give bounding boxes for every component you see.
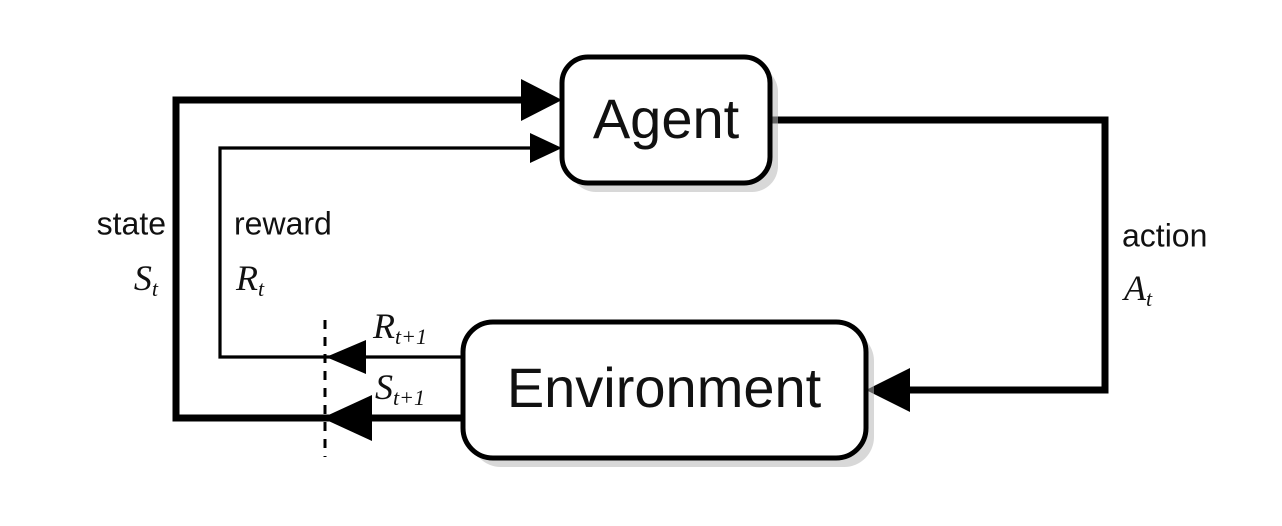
action-arrowhead-into-environment [866, 368, 910, 412]
reward-word-label: reward [234, 205, 332, 241]
state-arrowhead-into-agent [521, 79, 562, 121]
next-state-subscript: t+1 [393, 385, 425, 410]
state-word-label: state [97, 205, 166, 241]
reward-subscript: t [258, 276, 265, 301]
reward-symbol-label: Rt [235, 258, 265, 301]
next-state-symbol: S [375, 367, 393, 407]
next-reward-label: Rt+1 [372, 306, 427, 349]
next-reward-subscript: t+1 [395, 324, 427, 349]
next-state-label: St+1 [375, 367, 425, 410]
next-reward-symbol: R [372, 306, 395, 346]
action-subscript: t [1146, 286, 1153, 311]
environment-label: Environment [507, 356, 822, 419]
environment-box[interactable] [460, 319, 869, 461]
agent-box[interactable] [559, 54, 773, 186]
action-symbol-label: At [1122, 268, 1153, 311]
state-feedback-path [172, 96, 540, 422]
action-path [770, 116, 1109, 394]
state-subscript: t [152, 276, 159, 301]
state-symbol-label: St [134, 258, 159, 301]
action-symbol: A [1122, 268, 1147, 308]
action-word-label: action [1122, 217, 1207, 253]
agent-label: Agent [593, 87, 740, 150]
state-symbol: S [134, 258, 152, 298]
reward-arrowhead-into-agent [530, 133, 562, 163]
next-state-arrowhead [322, 395, 372, 441]
next-reward-arrowhead [326, 340, 366, 374]
reward-symbol: R [235, 258, 258, 298]
